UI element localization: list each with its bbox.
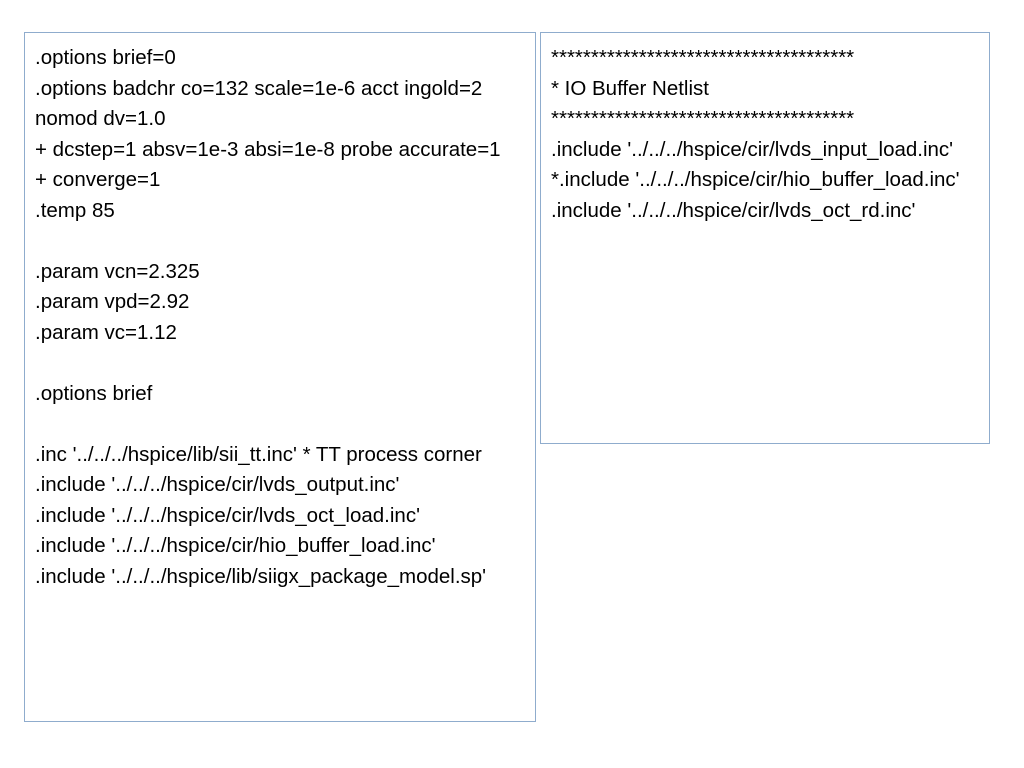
io-buffer-netlist-text: ************************************** *… <box>551 46 960 222</box>
right-text-box[interactable]: ************************************** *… <box>540 32 990 444</box>
left-text-box[interactable]: .options brief=0 .options badchr co=132 … <box>24 32 536 722</box>
hspice-options-netlist-text: .options brief=0 .options badchr co=132 … <box>35 46 501 588</box>
